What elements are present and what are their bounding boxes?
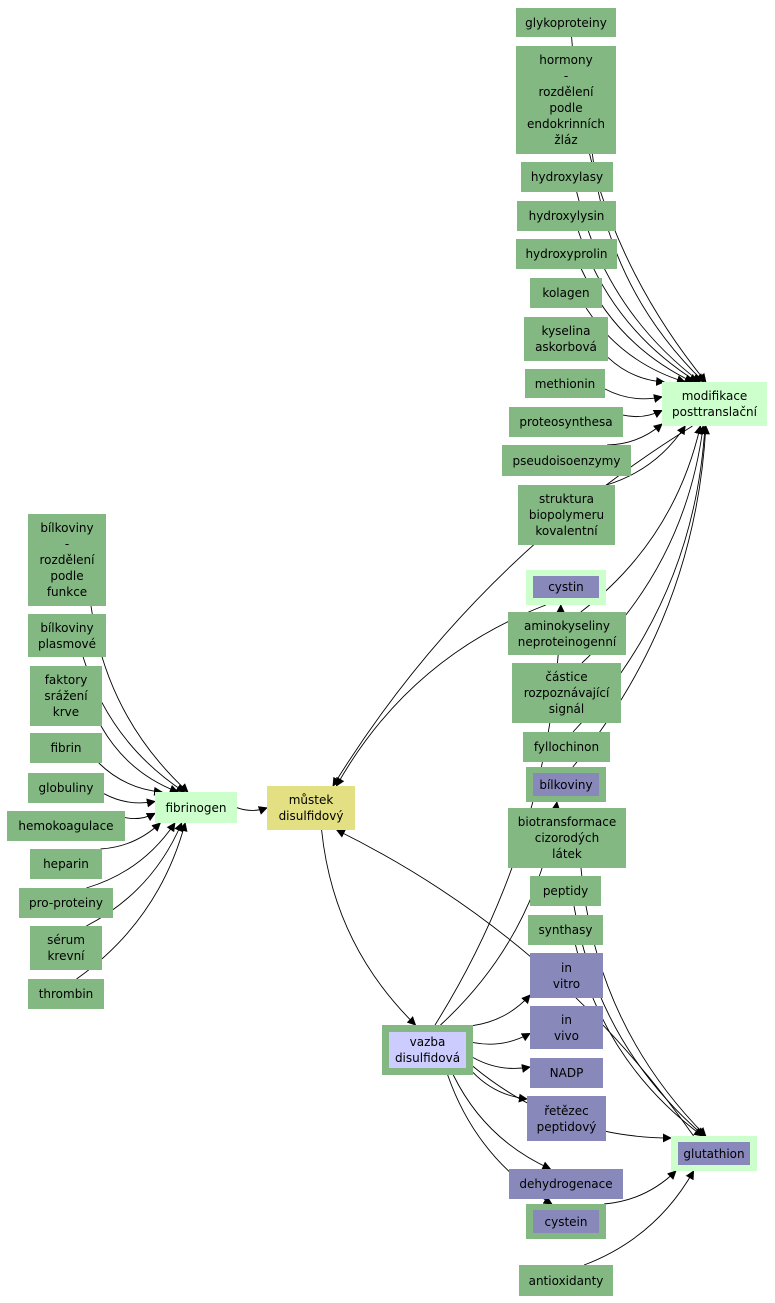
node-bilkoviny-plasmove[interactable]: bílkoviny plasmové — [28, 614, 106, 657]
node-cystein[interactable]: cystein — [526, 1204, 606, 1239]
node-globuliny[interactable]: globuliny — [28, 773, 104, 803]
node-in-vitro[interactable]: in vitro — [530, 953, 603, 998]
node-thrombin[interactable]: thrombin — [28, 979, 104, 1009]
edge-heparin-to-fibrinogen — [100, 822, 161, 850]
node-cystin[interactable]: cystin — [526, 570, 606, 605]
edge-modifikace-to-mustek — [332, 425, 693, 787]
edge-globuliny-to-fibrinogen — [103, 793, 156, 808]
node-faktory-srazeni-krve[interactable]: faktory srážení krve — [30, 666, 102, 726]
edge-vazba-to-retezec — [472, 1072, 528, 1103]
edge-pseudoisoenzymy-to-modifikace — [607, 423, 663, 446]
node-proteosynthesa[interactable]: proteosynthesa — [509, 407, 623, 437]
edge-proteosynthesa-to-modifikace — [622, 409, 663, 419]
edge-cystein-to-glutathion — [604, 1170, 677, 1205]
node-hemokoagulace[interactable]: hemokoagulace — [7, 811, 125, 841]
node-peptidy[interactable]: peptidy — [530, 876, 601, 906]
edge-vazba-to-in_vivo — [472, 1032, 531, 1045]
node-fyllochinon[interactable]: fyllochinon — [523, 732, 610, 762]
node-pseudoisoenzymy[interactable]: pseudoisoenzymy — [502, 445, 631, 476]
edge-vazba-to-nadp — [472, 1057, 531, 1073]
edge-pro_proteiny-to-fibrinogen — [86, 822, 176, 889]
node-cystein-label: cystein — [533, 1210, 599, 1233]
node-mustek-disulfidovy[interactable]: můstek disulfidový — [267, 786, 355, 830]
node-glykoproteiny[interactable]: glykoproteiny — [516, 8, 616, 37]
edge-fibrinogen-to-mustek — [236, 806, 268, 815]
node-fibrinogen[interactable]: fibrinogen — [155, 792, 237, 823]
node-hydroxylysin[interactable]: hydroxylysin — [517, 201, 616, 231]
edge-methionin-to-modifikace — [604, 388, 663, 403]
node-fibrin[interactable]: fibrin — [30, 733, 102, 763]
edge-vazba-to-in_vitro — [472, 994, 531, 1027]
node-hydroxylasy[interactable]: hydroxylasy — [521, 162, 613, 192]
node-antioxidanty[interactable]: antioxidanty — [519, 1265, 613, 1296]
node-pro-proteiny[interactable]: pro-proteiny — [19, 888, 113, 918]
node-bilkoviny-funkce[interactable]: bílkoviny - rozdělení podle funkce — [28, 514, 106, 606]
node-bilkoviny-label: bílkoviny — [533, 773, 599, 796]
edge-glutathion-to-mustek — [335, 829, 694, 1137]
node-methionin[interactable]: methionin — [525, 369, 605, 398]
edge-mustek-to-vazba — [321, 829, 417, 1026]
node-kolagen[interactable]: kolagen — [530, 278, 602, 308]
edge-kyselina-to-modifikace — [607, 357, 666, 386]
node-struktura[interactable]: struktura biopolymeru kovalentní — [518, 485, 615, 545]
node-bilkoviny[interactable]: bílkoviny — [526, 767, 606, 802]
node-synthasy[interactable]: synthasy — [528, 915, 603, 945]
edge-faktory-to-fibrinogen — [100, 725, 179, 794]
node-retezec-peptidovy[interactable]: řetězec peptidový — [527, 1096, 606, 1141]
node-vazba-disulfidova[interactable]: vazba disulfidová — [382, 1025, 473, 1075]
node-hydroxyprolin[interactable]: hydroxyprolin — [516, 239, 617, 269]
node-glutathion-label: glutathion — [678, 1142, 750, 1165]
node-biotransformace[interactable]: biotransformace cizorodých látek — [508, 808, 626, 868]
node-aminokyseliny[interactable]: aminokyseliny neproteinogenní — [508, 612, 626, 655]
node-dehydrogenace[interactable]: dehydrogenace — [509, 1169, 623, 1199]
node-modifikace-posttranslacni[interactable]: modifikace posttranslační — [662, 382, 767, 426]
edge-vazba-to-dehydrogenace — [452, 1074, 552, 1170]
node-vazba-label: vazba disulfidová — [389, 1032, 466, 1068]
edge-biotransformace-to-glutathion — [580, 867, 707, 1137]
node-serum-krevni[interactable]: sérum krevní — [30, 926, 102, 970]
node-hormony[interactable]: hormony - rozdělení podle endokrinních ž… — [516, 46, 616, 154]
node-nadp[interactable]: NADP — [530, 1058, 603, 1088]
node-kyselina[interactable]: kyselina askorbová — [524, 317, 608, 361]
node-cystin-label: cystin — [533, 576, 599, 598]
node-in-vivo[interactable]: in vivo — [530, 1006, 603, 1049]
node-glutathion[interactable]: glutathion — [671, 1136, 757, 1171]
edge-bilkoviny-to-modifikace — [572, 425, 710, 768]
edge-fibrin-to-fibrinogen — [98, 762, 163, 796]
node-castice[interactable]: částice rozpoznávající signál — [512, 663, 621, 723]
edge-hemokoagulace-to-fibrinogen — [124, 812, 156, 822]
node-heparin[interactable]: heparin — [30, 849, 102, 879]
edge-antioxidanty-to-glutathion — [583, 1170, 695, 1266]
